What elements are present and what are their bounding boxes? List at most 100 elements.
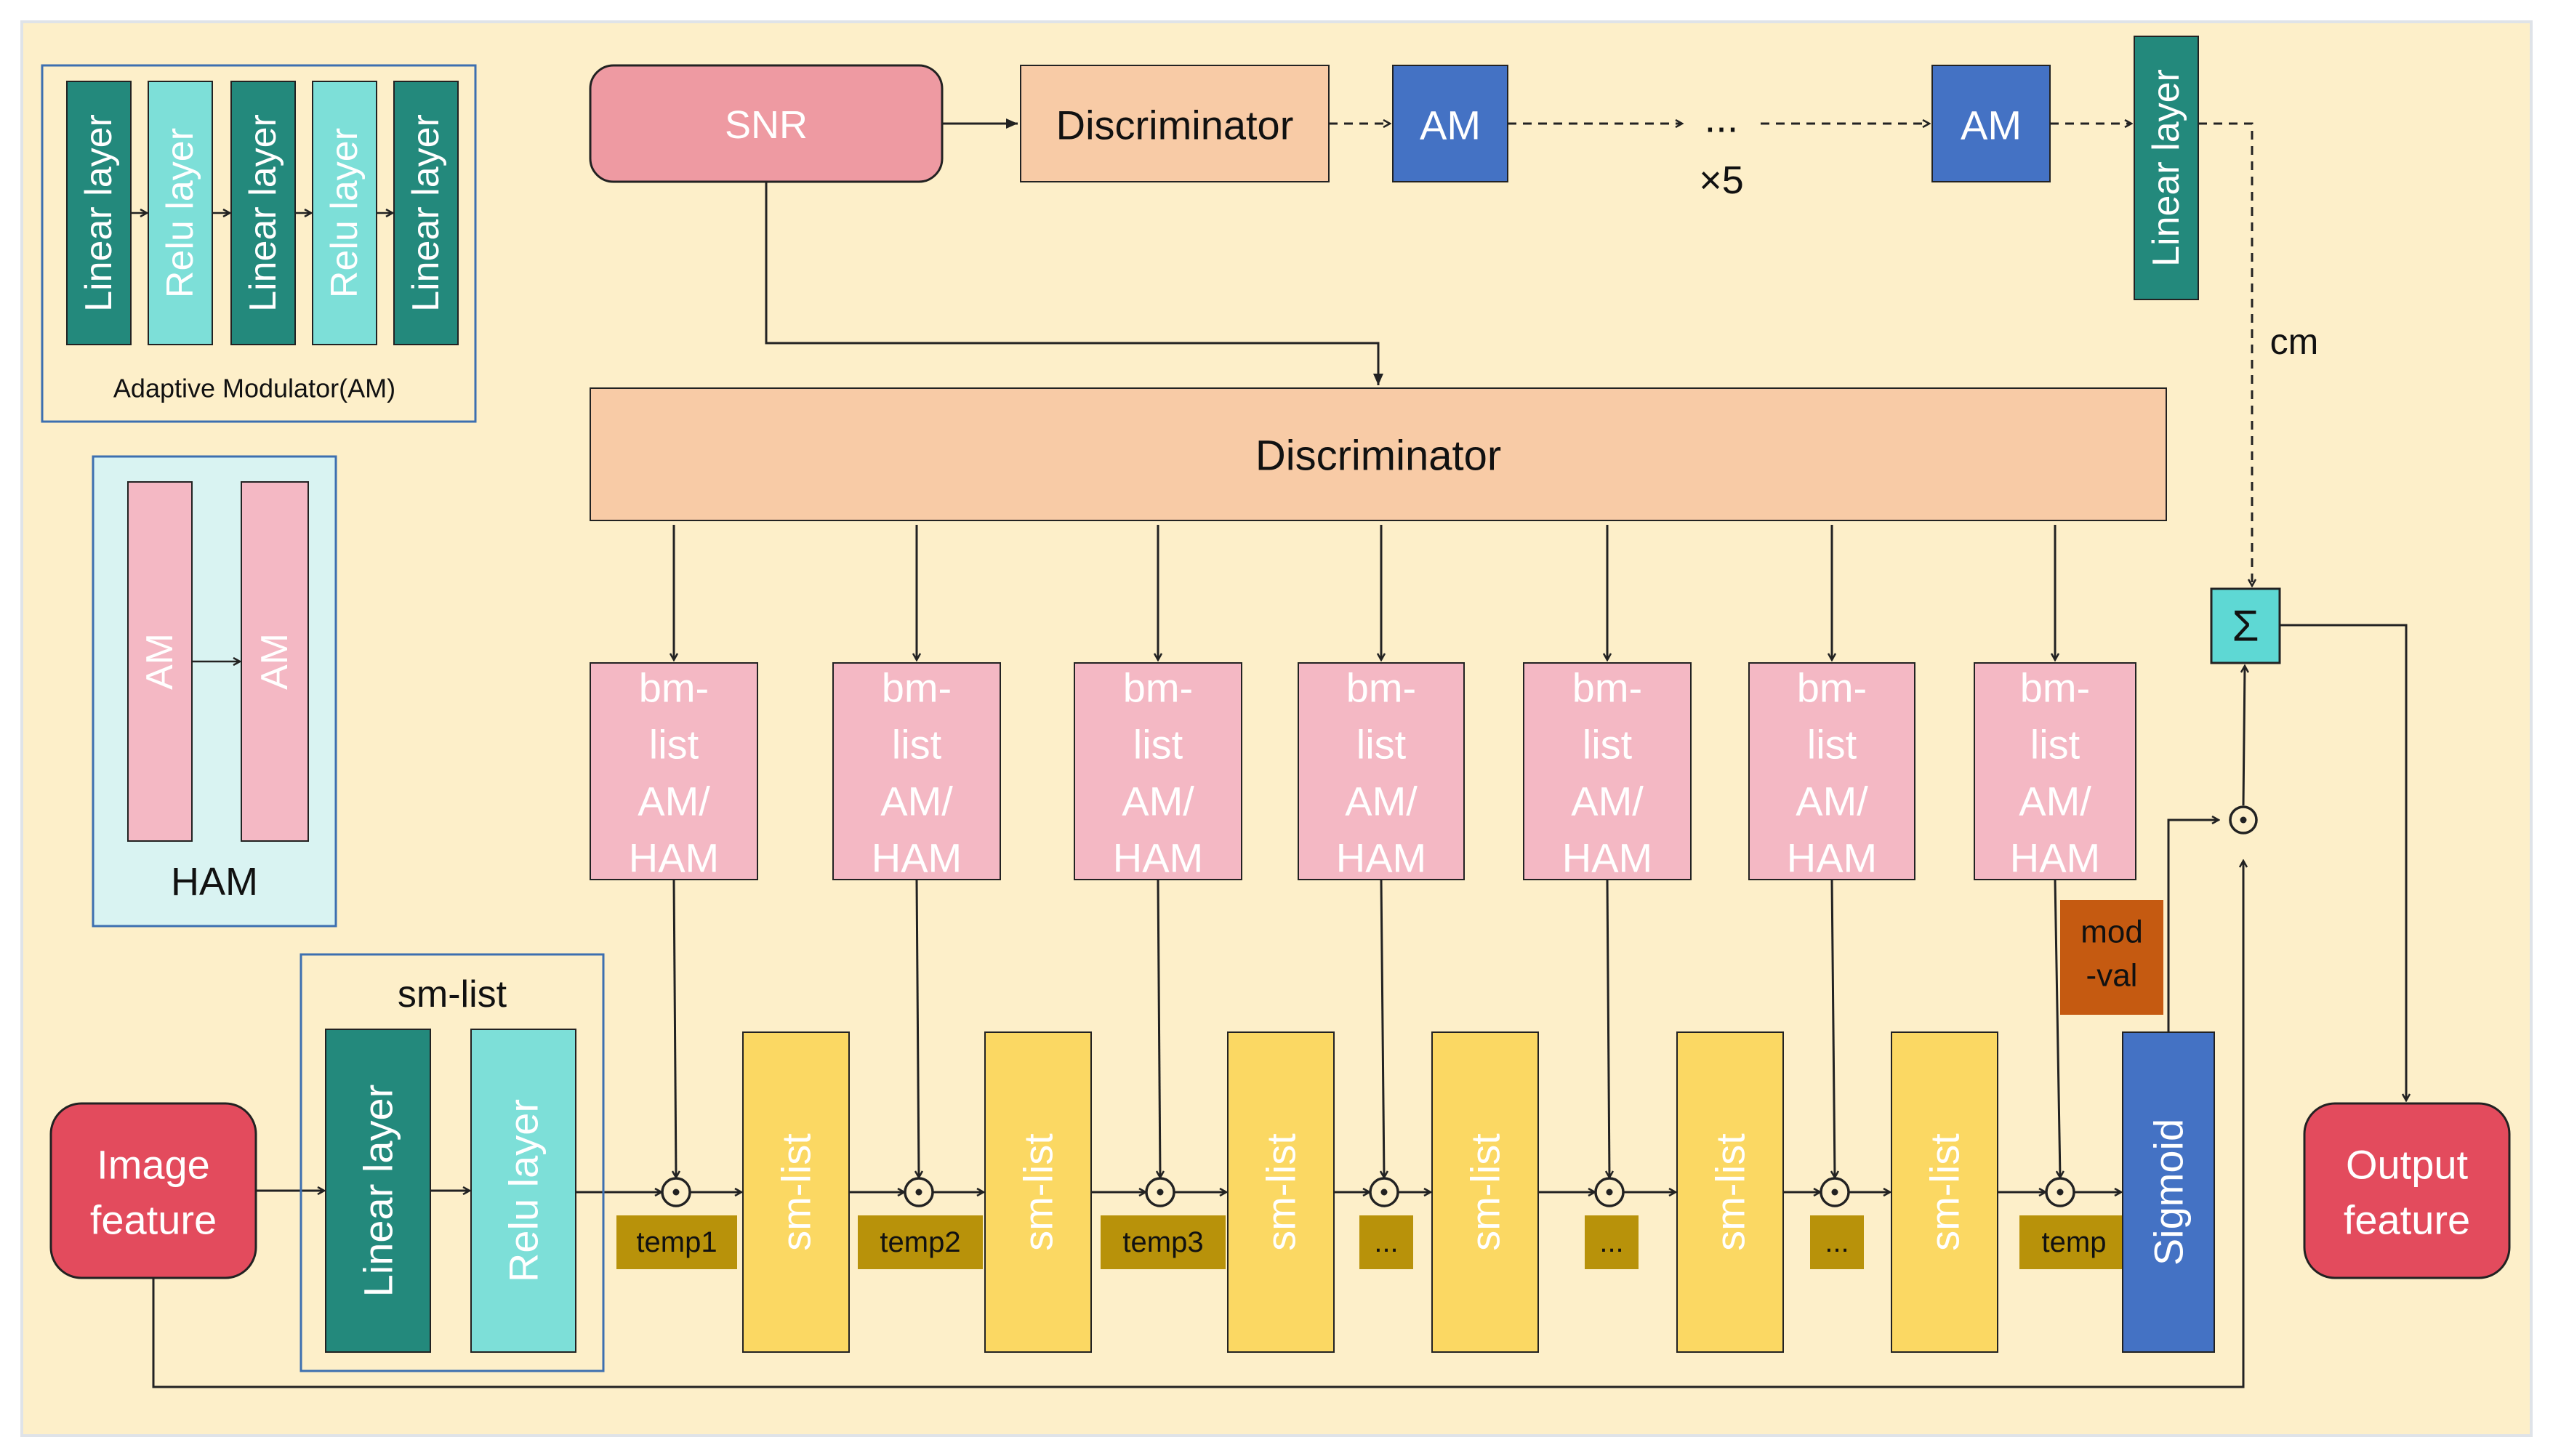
multiply-node bbox=[1820, 1177, 1850, 1207]
temp-tag-label: temp2 bbox=[880, 1226, 960, 1258]
am-legend-layer: Relu layer bbox=[148, 81, 213, 345]
mod-val-block bbox=[2060, 900, 2163, 1015]
sm-list-block: sm-list bbox=[1227, 1031, 1335, 1353]
sm-list-block: sm-list bbox=[1431, 1031, 1539, 1353]
multiply-dot bbox=[915, 1188, 922, 1196]
bm-list-label-line: list bbox=[1133, 722, 1183, 768]
final-multiply-dot bbox=[2240, 816, 2247, 824]
sm-list-box bbox=[742, 1031, 850, 1353]
temp-tag-box bbox=[1101, 1215, 1226, 1269]
multiply-node bbox=[1145, 1177, 1175, 1207]
sm-list-box bbox=[1891, 1031, 1998, 1353]
am-legend-layer: Linear layer bbox=[66, 81, 132, 345]
bm-list-label-line: AM/ bbox=[880, 779, 953, 824]
sm-list-box bbox=[984, 1031, 1092, 1353]
bm-list-label-line: AM/ bbox=[1796, 779, 1868, 824]
output-feature-label-line-2: feature bbox=[2344, 1197, 2470, 1243]
bm-list-label-line: bm- bbox=[1572, 665, 1642, 711]
bm-list-row: bm-listAM/HAMbm-listAM/HAMbm-listAM/HAMb… bbox=[590, 525, 2136, 1178]
bm-to-multiply-arrow bbox=[2054, 879, 2060, 1178]
bm-list-label-line: HAM bbox=[2010, 835, 2100, 881]
am-legend-layer: Relu layer bbox=[312, 81, 377, 345]
main-discriminator-block bbox=[590, 387, 2167, 521]
cm-dashed-connector bbox=[2198, 122, 2252, 586]
am-linear-layer-1-label: Linear layer bbox=[78, 114, 120, 312]
multiply-node bbox=[1369, 1177, 1399, 1207]
multiply-to-sum-arrow bbox=[2243, 666, 2245, 806]
bm-to-multiply-arrow bbox=[674, 879, 676, 1178]
output-feature-block bbox=[2303, 1102, 2511, 1279]
bm-list-label-line: list bbox=[2030, 722, 2080, 768]
output-section: mod -val Sigmoid Σ Output feature bbox=[2060, 587, 2511, 1353]
image-feature-label-line-2: feature bbox=[90, 1197, 217, 1243]
am-linear-layer-1 bbox=[66, 81, 132, 345]
temp-tag: temp1 bbox=[616, 1215, 737, 1269]
am-relu-layer-1-label: Relu layer bbox=[159, 128, 201, 298]
bm-list-label-line: bm- bbox=[882, 665, 952, 711]
top-discriminator-block bbox=[1020, 65, 1330, 182]
sigmoid-label: Sigmoid bbox=[2146, 1119, 2192, 1266]
bm-list-box bbox=[1974, 662, 2136, 880]
ham-am-block-1-label: AM bbox=[139, 633, 181, 690]
bm-list-label-line: HAM bbox=[872, 835, 962, 881]
cm-label: cm bbox=[2270, 321, 2319, 362]
bm-list-label-line: bm- bbox=[1123, 665, 1193, 711]
temp-tag: ... bbox=[1810, 1215, 1864, 1269]
temp-tag-box bbox=[1359, 1215, 1413, 1269]
bm-list-label-line: bm- bbox=[1346, 665, 1416, 711]
bm-list-label-line: list bbox=[1356, 722, 1407, 768]
input-section: Image feature sm-list Linear layer Relu … bbox=[49, 861, 2243, 1388]
multiply-dot bbox=[1157, 1188, 1164, 1196]
temp-tag-label: temp1 bbox=[636, 1226, 717, 1258]
bm-to-multiply-arrow bbox=[1832, 879, 1835, 1178]
bm-list-box bbox=[832, 662, 1001, 880]
bm-list-box bbox=[1074, 662, 1242, 880]
ham-legend-caption: HAM bbox=[171, 860, 258, 904]
top-am-block-2-label: AM bbox=[1961, 102, 2022, 148]
temp-tag: ... bbox=[1359, 1215, 1413, 1269]
am-legend: Linear layer Relu layer Linear layer Rel… bbox=[41, 64, 477, 423]
sm-list-box bbox=[1431, 1031, 1539, 1353]
sm-list-box-label: sm-list bbox=[1016, 1133, 1061, 1251]
bm-list-label-line: HAM bbox=[1562, 835, 1652, 881]
bm-list-label-line: AM/ bbox=[2019, 779, 2091, 824]
bm-list-label-line: bm- bbox=[2020, 665, 2090, 711]
sm-list-box-label: sm-list bbox=[1708, 1133, 1753, 1251]
bm-list-box bbox=[1523, 662, 1692, 880]
image-feature-label-line-1: Image bbox=[97, 1142, 210, 1188]
temp-tag-label: ... bbox=[1599, 1226, 1623, 1258]
bm-list-label-line: AM/ bbox=[1345, 779, 1418, 824]
ham-legend: AM AM HAM bbox=[92, 455, 337, 928]
sm-list-block: sm-list bbox=[1676, 1031, 1784, 1353]
am-legend-layer: Linear layer bbox=[393, 81, 459, 345]
sm-list-box-label: sm-list bbox=[1922, 1133, 1968, 1251]
top-am-block-2 bbox=[1931, 65, 2051, 182]
bm-list-box bbox=[590, 662, 758, 880]
mod-val-label-line-1: mod bbox=[2080, 914, 2143, 950]
ham-am-block-1 bbox=[127, 481, 193, 842]
bm-to-multiply-arrow bbox=[917, 879, 919, 1178]
input-relu-layer bbox=[470, 1029, 576, 1353]
pipeline-row: sm-list sm-list sm-list sm-list sm-list sm-li… bbox=[576, 1031, 2128, 1353]
ham-am-block-2-label: AM bbox=[254, 633, 296, 690]
am-linear-layer-2 bbox=[230, 81, 296, 345]
input-linear-layer-label: Linear layer bbox=[355, 1085, 401, 1298]
bm-list-box bbox=[1298, 662, 1465, 880]
top-discriminator-label: Discriminator bbox=[1056, 102, 1294, 148]
multiply-node bbox=[661, 1177, 691, 1207]
temp-tag-box bbox=[858, 1215, 983, 1269]
bm-list-label-line: HAM bbox=[1113, 835, 1203, 881]
multiply-node bbox=[904, 1177, 934, 1207]
sigmoid-to-multiply-arrow bbox=[2167, 820, 2219, 1032]
am-legend-caption: Adaptive Modulator(AM) bbox=[113, 374, 395, 403]
am-legend-layer: Linear layer bbox=[230, 81, 296, 345]
sm-list-block: sm-list bbox=[742, 1031, 850, 1353]
am-relu-layer-2 bbox=[312, 81, 377, 345]
multiply-dot bbox=[2057, 1188, 2064, 1196]
